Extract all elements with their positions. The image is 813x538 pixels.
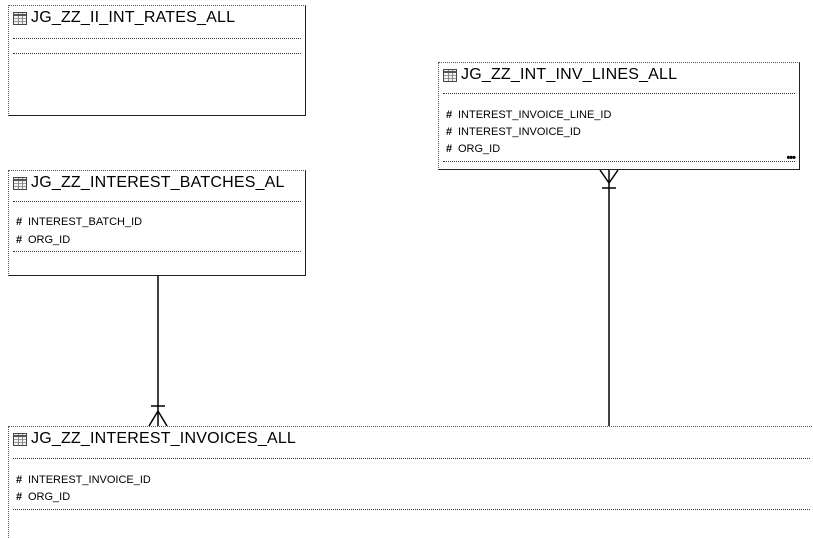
entity-title: JG_ZZ_INTEREST_BATCHES_AL — [31, 174, 285, 191]
attribute-row: # INTEREST_INVOICE_LINE_ID — [446, 109, 611, 121]
separator — [13, 38, 301, 39]
attribute-name: INTEREST_INVOICE_ID — [28, 474, 151, 486]
attribute-row: # ORG_ID — [16, 234, 70, 246]
relationship-invoices-inv-lines[interactable] — [599, 169, 619, 426]
table-icon — [13, 433, 27, 446]
separator — [443, 161, 795, 162]
entity-header: JG_ZZ_INTEREST_BATCHES_AL — [9, 171, 305, 197]
separator — [13, 53, 301, 54]
attribute-name: ORG_ID — [458, 143, 501, 155]
key-mark: # — [446, 143, 453, 155]
table-icon — [13, 12, 27, 25]
attribute-row: # ORG_ID — [446, 143, 500, 155]
key-mark: # — [16, 491, 23, 503]
key-mark: # — [16, 234, 23, 246]
entity-header: JG_ZZ_INTEREST_INVOICES_ALL — [9, 427, 813, 453]
table-icon — [443, 69, 457, 82]
separator — [443, 93, 795, 94]
entity-title: JG_ZZ_INT_INV_LINES_ALL — [461, 66, 678, 83]
key-mark: # — [446, 126, 453, 138]
attribute-row: # INTEREST_INVOICE_ID — [446, 126, 581, 138]
attribute-row: # ORG_ID — [16, 491, 70, 503]
more-attributes-indicator[interactable]: ••• — [786, 152, 796, 164]
attribute-name: INTEREST_BATCH_ID — [28, 216, 143, 228]
attribute-row: # INTEREST_BATCH_ID — [16, 216, 142, 228]
entity-header: JG_ZZ_INT_INV_LINES_ALL — [439, 63, 799, 89]
attribute-name: ORG_ID — [28, 234, 71, 246]
key-mark: # — [16, 216, 23, 228]
attribute-name: INTEREST_INVOICE_ID — [458, 126, 581, 138]
attribute-name: INTEREST_INVOICE_LINE_ID — [458, 109, 612, 121]
table-icon — [13, 177, 27, 190]
entity-title: JG_ZZ_INTEREST_INVOICES_ALL — [31, 430, 297, 447]
attribute-name: ORG_ID — [28, 491, 71, 503]
attribute-row: # INTEREST_INVOICE_ID — [16, 474, 151, 486]
key-mark: # — [446, 109, 453, 121]
separator — [13, 509, 810, 510]
separator — [13, 251, 301, 252]
separator — [13, 458, 810, 459]
entity-interest-invoices[interactable]: JG_ZZ_INTEREST_INVOICES_ALL # INTEREST_IN… — [8, 426, 813, 538]
entity-interest-batches[interactable]: JG_ZZ_INTEREST_BATCHES_AL # INTEREST_BATC… — [8, 170, 306, 276]
separator — [13, 201, 301, 202]
entity-header: JG_ZZ_II_INT_RATES_ALL — [9, 6, 305, 32]
entity-title: JG_ZZ_II_INT_RATES_ALL — [31, 9, 236, 26]
entity-int-rates[interactable]: JG_ZZ_II_INT_RATES_ALL — [8, 5, 306, 116]
key-mark: # — [16, 474, 23, 486]
relationship-batches-invoices[interactable] — [148, 276, 168, 427]
entity-int-inv-lines[interactable]: JG_ZZ_INT_INV_LINES_ALL # INTEREST_INVOIC… — [438, 62, 800, 170]
